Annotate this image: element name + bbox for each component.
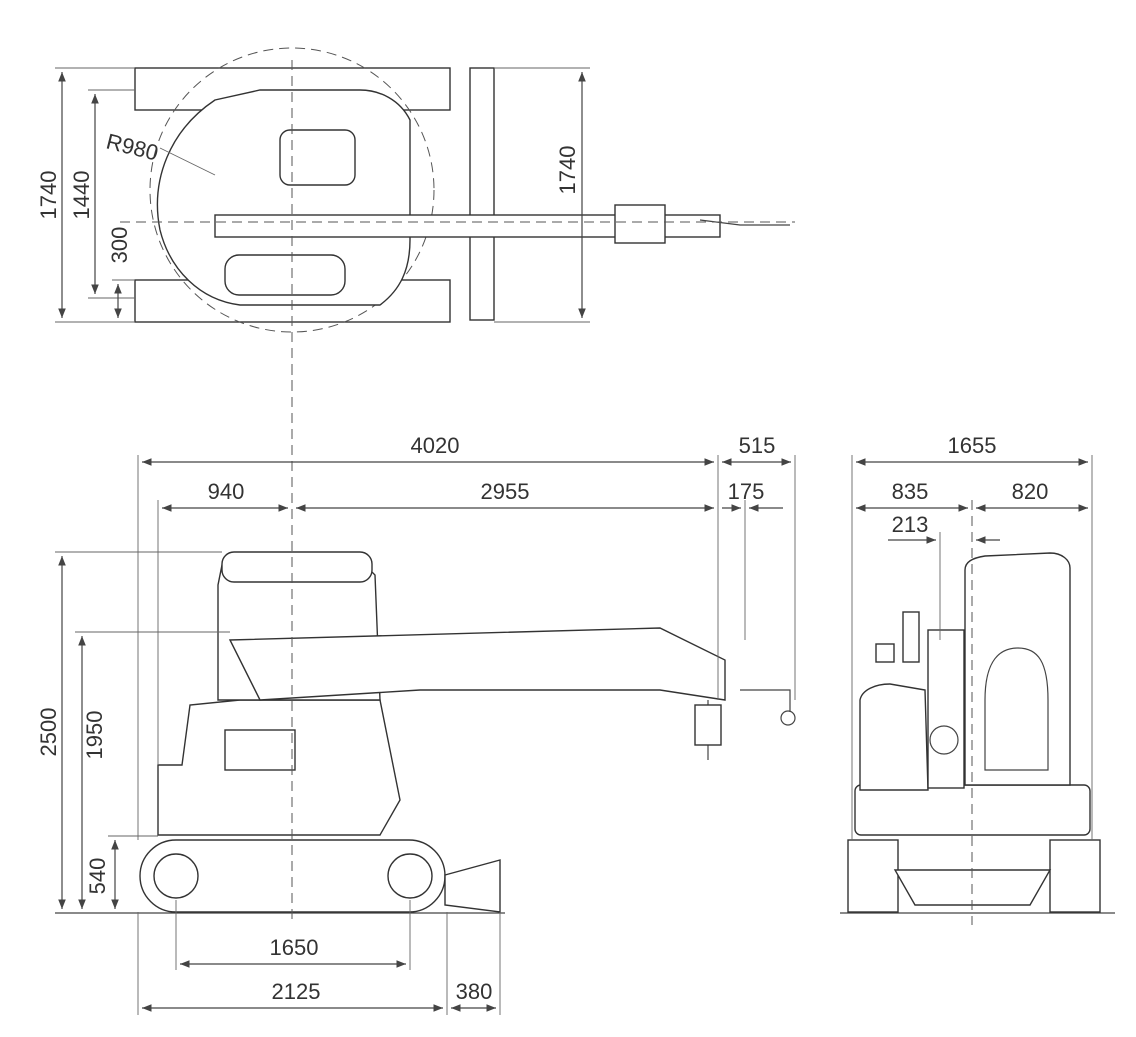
top-seat (279, 129, 356, 186)
label-1950: 1950 (82, 711, 107, 760)
top-boom-head (614, 204, 666, 244)
side-view: 4020 515 940 2955 175 2500 1950 540 1650… (36, 365, 796, 1015)
side-hook-block (694, 704, 722, 746)
label-2955: 2955 (481, 479, 530, 504)
side-blade (444, 859, 501, 913)
side-hook-ring (780, 710, 796, 726)
side-hook-aux (740, 689, 791, 712)
side-grille (224, 729, 296, 771)
side-idler (387, 853, 433, 899)
label-2500: 2500 (36, 708, 61, 757)
front-light (875, 643, 895, 663)
side-roof (221, 551, 373, 583)
side-sprocket (153, 853, 199, 899)
label-515: 515 (739, 433, 776, 458)
front-seat (984, 647, 1049, 771)
label-820: 820 (1012, 479, 1049, 504)
label-213: 213 (892, 512, 929, 537)
front-track-left (847, 839, 899, 913)
label-380: 380 (456, 979, 493, 1004)
label-1740-right: 1740 (555, 146, 580, 195)
front-track-right (1049, 839, 1101, 913)
label-1440: 1440 (69, 171, 94, 220)
top-boom (214, 214, 721, 238)
top-view: R980 1740 1440 300 1740 (36, 47, 795, 395)
label-300: 300 (107, 227, 132, 264)
top-engine-hood (224, 254, 346, 296)
label-940: 940 (208, 479, 245, 504)
swing-circle (149, 47, 435, 333)
label-1650: 1650 (270, 935, 319, 960)
label-1740-left: 1740 (36, 171, 61, 220)
label-835: 835 (892, 479, 929, 504)
label-540: 540 (85, 858, 110, 895)
side-boom (228, 627, 726, 701)
front-cab (964, 552, 1071, 786)
front-engine-cover (859, 683, 929, 791)
label-2125: 2125 (272, 979, 321, 1004)
front-light-post (902, 611, 920, 663)
top-blade (469, 67, 495, 321)
label-1655: 1655 (948, 433, 997, 458)
front-boom (927, 629, 965, 789)
label-4020: 4020 (411, 433, 460, 458)
front-view: 1655 835 820 213 (840, 433, 1115, 925)
front-boom-pin (929, 725, 959, 755)
label-r980: R980 (104, 129, 161, 166)
r980-leader (159, 147, 216, 176)
label-175: 175 (728, 479, 765, 504)
